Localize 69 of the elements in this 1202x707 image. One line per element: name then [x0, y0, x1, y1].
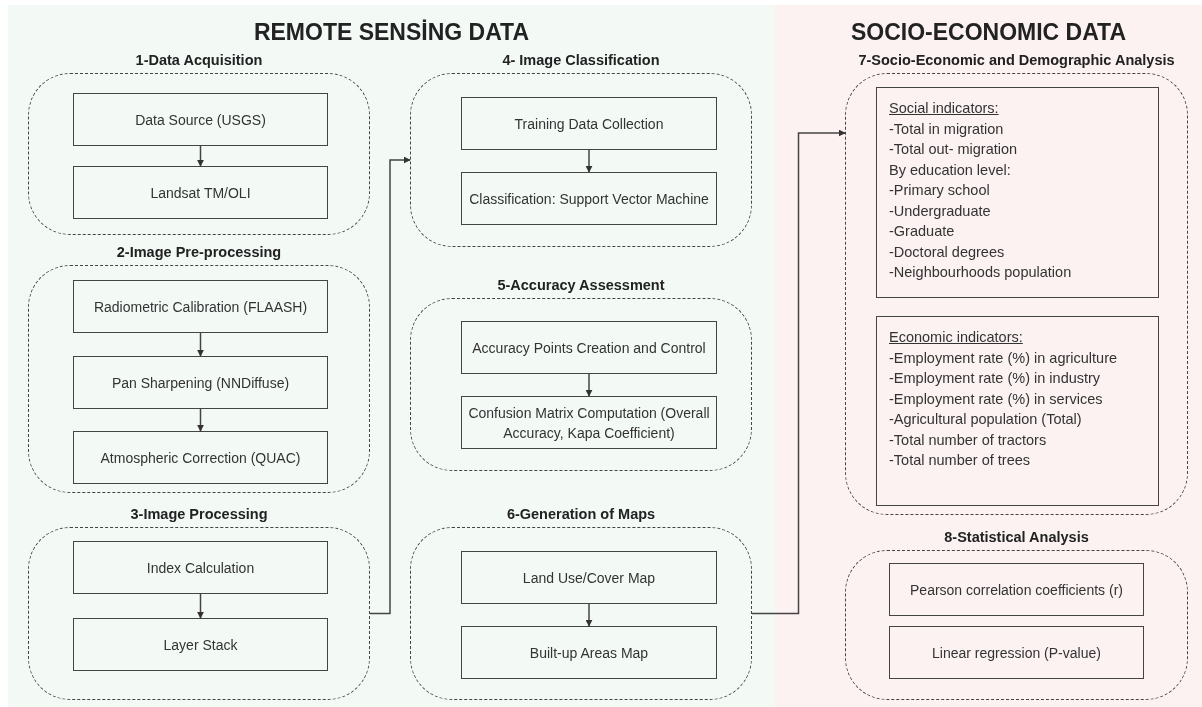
box-label: Landsat TM/OLI [150, 183, 251, 203]
list-item: By education level: [889, 161, 1011, 178]
list-item: -Total out- migration [889, 141, 1018, 157]
box-label: Confusion Matrix Computation (Overall Accuracy, Kapa Coefficient) [467, 403, 711, 443]
arrow [197, 332, 204, 357]
process-box [461, 396, 717, 449]
box-label: Radiometric Calibration (FLAASH) [93, 297, 308, 317]
process-box [461, 172, 717, 225]
indicator-list-box [876, 87, 1159, 298]
process-box [461, 321, 717, 374]
process-box [461, 551, 717, 604]
stage-heading: 3-Image Processing [130, 506, 268, 522]
stage-heading: 6-Generation of Maps [506, 506, 656, 522]
box-label: Index Calculation [146, 558, 255, 578]
box-label: Pan Sharpening (NNDiffuse) [111, 373, 290, 393]
indicator-list-box [876, 316, 1159, 506]
process-box [73, 280, 328, 333]
list-item: -Undergraduate [889, 202, 991, 219]
stage-heading: 1-Data Acquisition [135, 52, 263, 68]
process-box [461, 626, 717, 679]
list-item: -Doctoral degrees [889, 243, 1005, 260]
box-label: Atmospheric Correction (QUAC) [100, 448, 301, 468]
process-box [73, 356, 328, 409]
list-item: -Agricultural population (Total) [889, 411, 1082, 427]
box-label: Pearson correlation coefficients (r) [910, 580, 1123, 600]
process-box [73, 93, 328, 146]
arrow [369, 156, 411, 615]
section-title: SOCIO-ECONOMIC DATA [850, 19, 1127, 46]
stage-heading: 7-Socio-Economic and Demographic Analysis [858, 52, 1175, 68]
process-box [889, 626, 1144, 679]
process-box [73, 166, 328, 219]
list-heading: Economic indicators: [889, 329, 1023, 345]
list-item: -Total number of trees [889, 452, 1031, 468]
process-box [73, 541, 328, 594]
list-item: -Employment rate (%) in agriculture [889, 349, 1118, 366]
arrow [585, 373, 593, 397]
list-item: -Employment rate (%) in industry [889, 370, 1101, 386]
arrow [197, 145, 204, 167]
box-label: Land Use/Cover Map [522, 568, 656, 588]
list-item: -Total in migration [889, 120, 1004, 137]
box-label: Classification: Support Vector Machine [469, 189, 709, 209]
section-panel [775, 5, 1202, 707]
box-label: Built-up Areas Map [529, 643, 649, 663]
section-panel [8, 5, 775, 707]
list-item: -Primary school [889, 182, 990, 198]
process-box [461, 97, 717, 150]
stage-heading: 4- Image Classification [502, 52, 660, 68]
list-heading: Social indicators: [889, 100, 999, 116]
stage-heading: 8-Statistical Analysis [944, 529, 1089, 545]
box-label: Layer Stack [163, 635, 238, 655]
list-item: -Employment rate (%) in services [889, 390, 1103, 407]
stage-heading: 5-Accuracy Assessment [497, 277, 665, 293]
arrow [751, 129, 846, 615]
arrow [585, 149, 593, 173]
box-label: Data Source (USGS) [135, 110, 266, 130]
process-box [73, 431, 328, 484]
section-title: REMOTE SENSİNG DATA [253, 19, 530, 46]
stage-heading: 2-Image Pre-processing [116, 244, 282, 260]
arrow [197, 408, 204, 432]
box-label: Training Data Collection [514, 114, 664, 134]
process-box [889, 563, 1144, 616]
list-item: -Graduate [889, 223, 955, 239]
arrow [585, 603, 593, 627]
box-label: Linear regression (P-value) [932, 643, 1101, 663]
process-box [73, 618, 328, 671]
list-item: -Neighbourhoods population [889, 264, 1072, 280]
arrow [197, 593, 204, 619]
list-item: -Total number of tractors [889, 431, 1047, 448]
box-label: Accuracy Points Creation and Control [472, 338, 706, 358]
